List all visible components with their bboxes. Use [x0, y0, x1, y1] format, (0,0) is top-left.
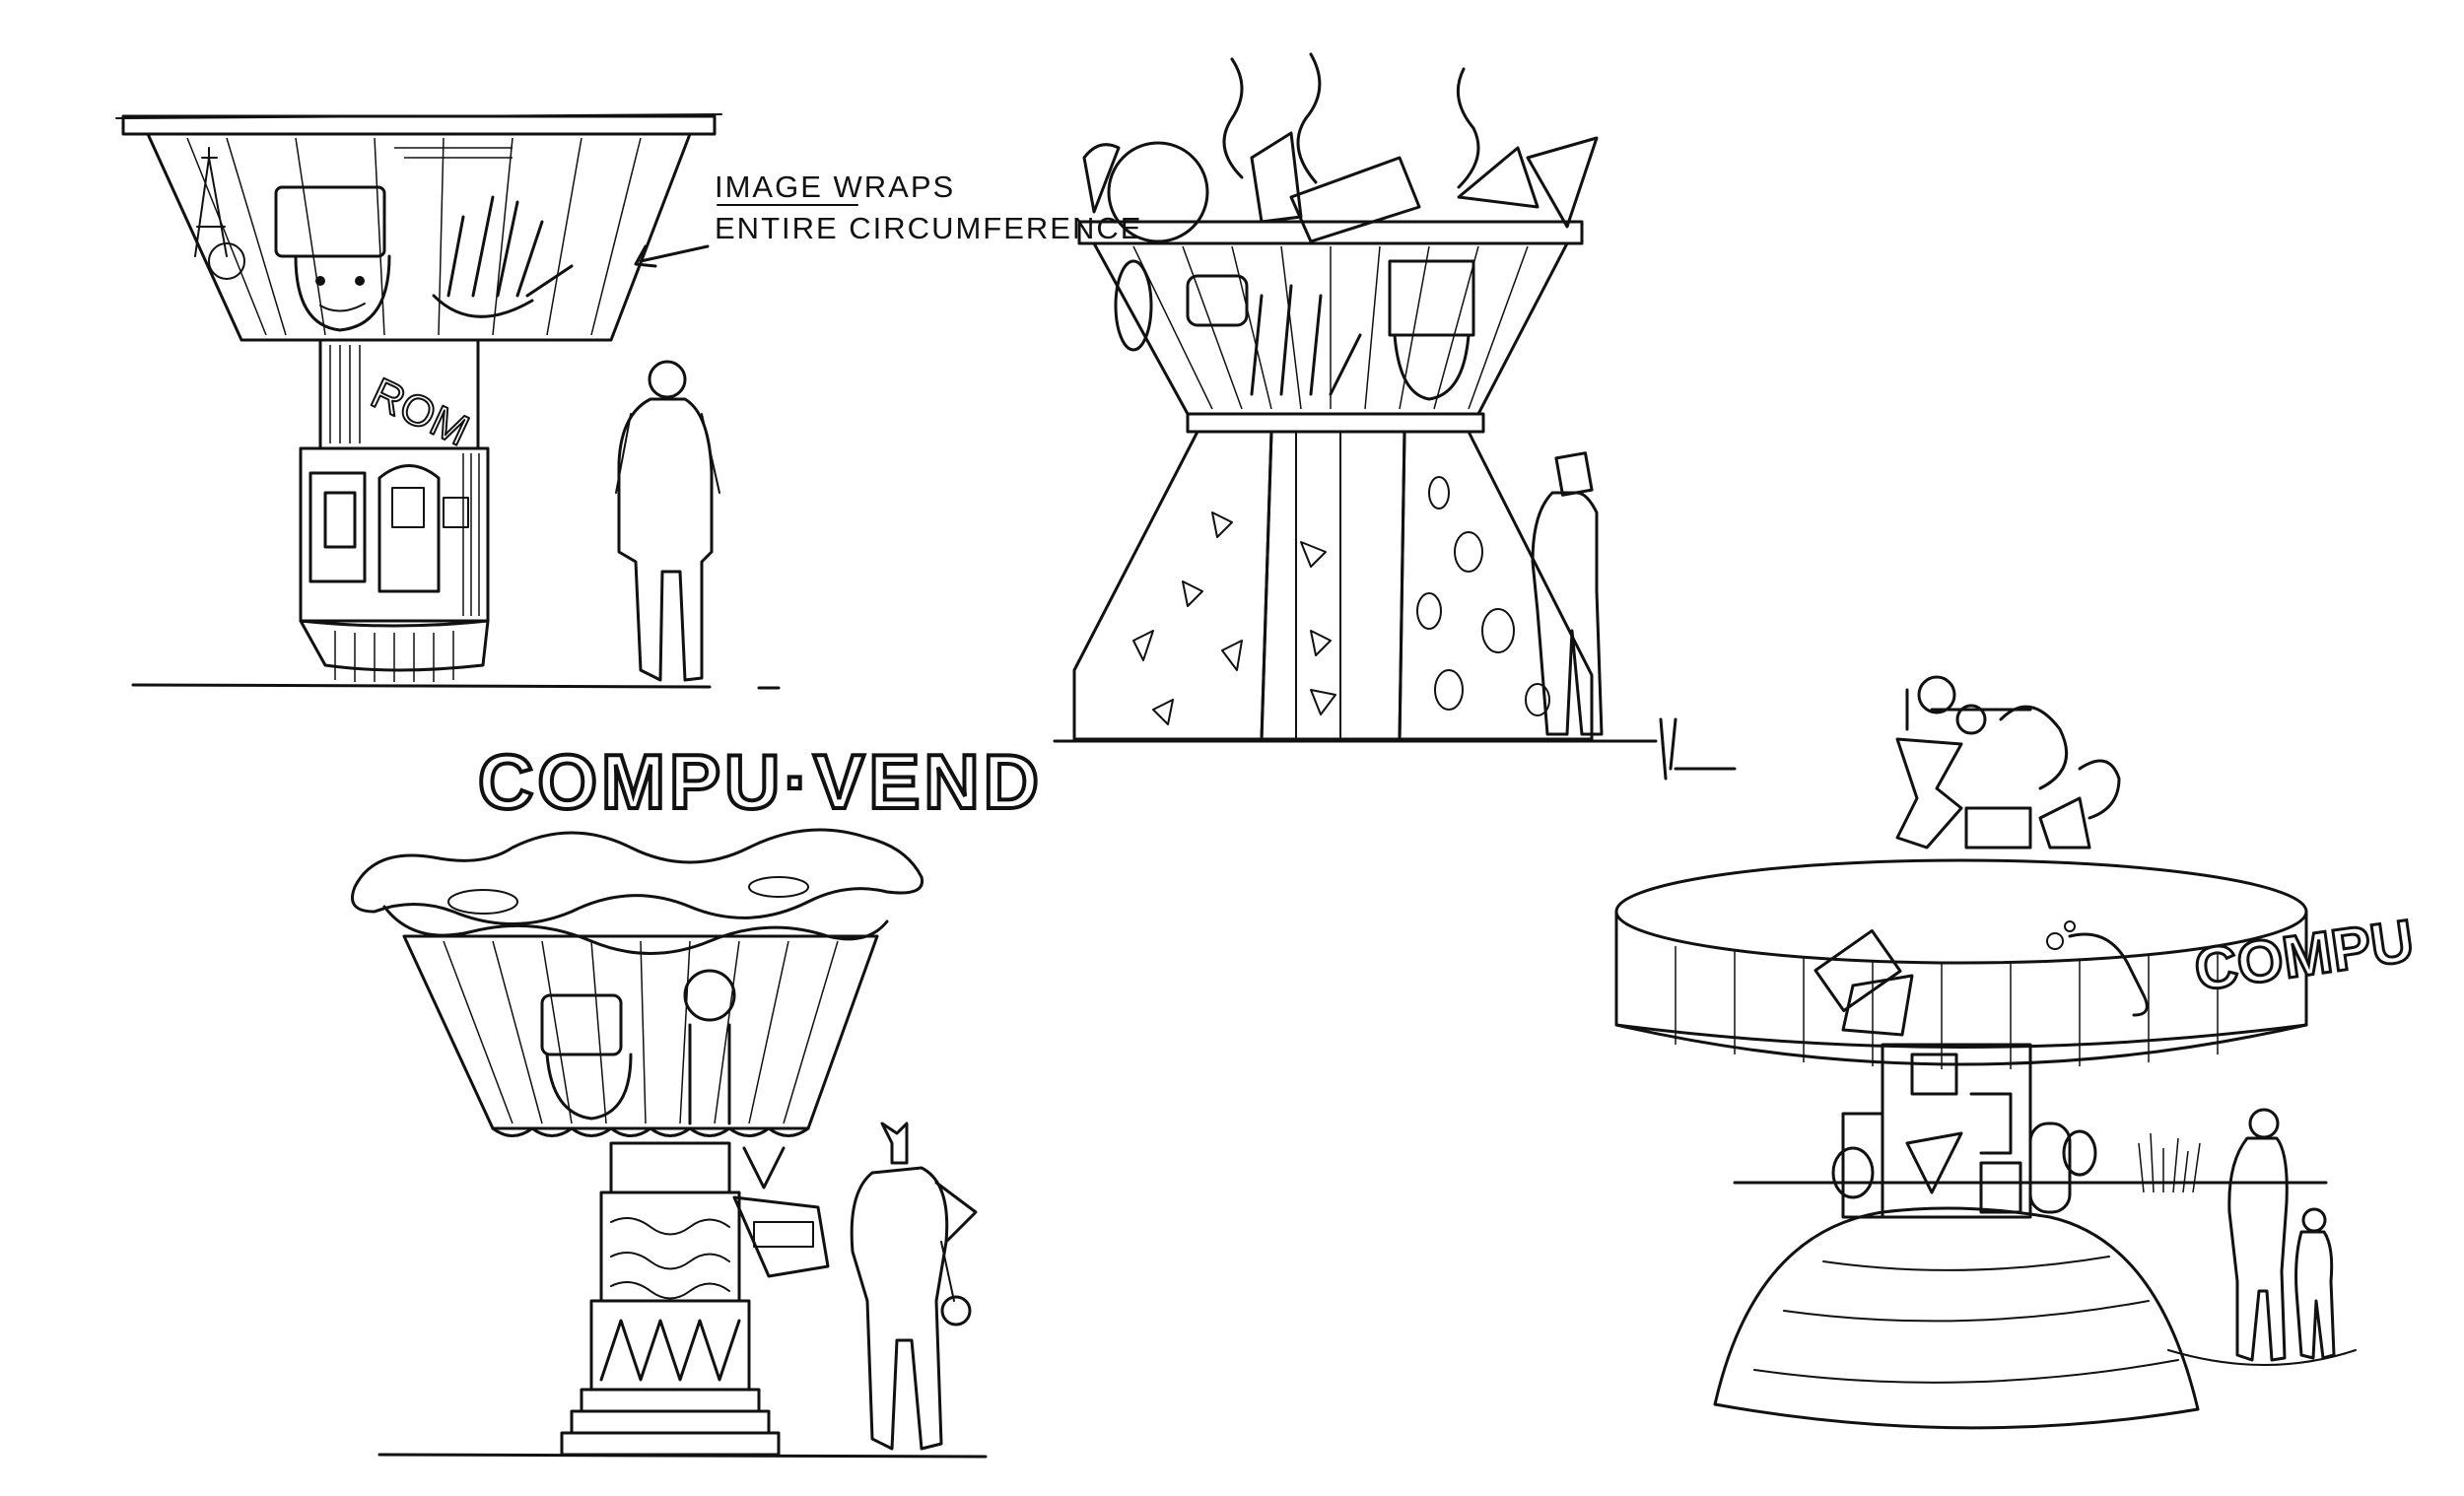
svg-text:ROM: ROM: [364, 369, 476, 455]
kiosk-sketch-2: [1055, 54, 1735, 779]
annotation-image-wraps: IMAGE WRAPS: [715, 170, 955, 204]
human-figure: [2229, 1110, 2287, 1360]
compu-band-text: COMPU: [2190, 907, 2417, 1002]
robot-figure: [852, 1123, 976, 1449]
compu-vend-sign: COMPU·VEND: [478, 738, 1043, 825]
kiosk-sketch-4: COMPU: [1616, 677, 2419, 1428]
human-figure: [616, 362, 719, 680]
human-figure: [1533, 453, 1602, 734]
kiosk-sketch-1: ROM IMAGE WRAPS ENTIRE CIRCUMFERENCE: [116, 114, 1142, 688]
child-figure: [2296, 1209, 2334, 1358]
annotation-entire-circumference: ENTIRE CIRCUMFERENCE: [715, 211, 1142, 245]
kiosk-sketch-3: COMPU·VEND: [353, 736, 1043, 1457]
